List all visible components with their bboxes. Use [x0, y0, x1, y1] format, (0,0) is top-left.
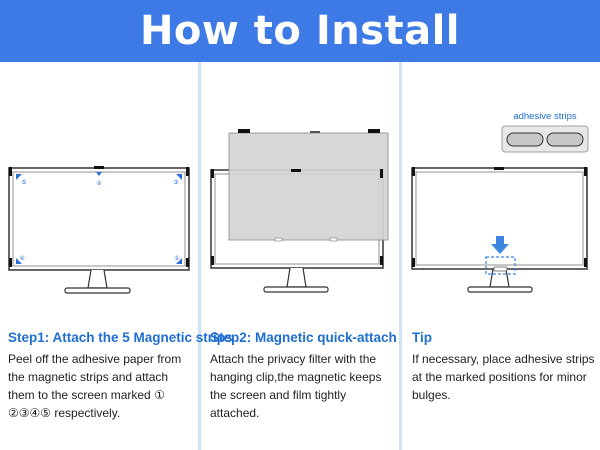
marker-arrows: [16, 172, 182, 264]
step1-line: Peel off the adhesive paper from: [8, 352, 182, 366]
tip-description: If necessary, place adhesive strips at t…: [412, 350, 598, 404]
marker-2: ②: [96, 180, 102, 187]
step2-description: Attach the privacy filter with the hangi…: [210, 350, 398, 422]
tip-line: If necessary, place adhesive strips: [412, 352, 595, 366]
marker-1: ①: [174, 255, 179, 262]
step2-line: hanging clip,the magnetic keeps: [210, 370, 382, 384]
marker-4: ④: [19, 255, 24, 262]
tip-line: bulges.: [412, 388, 451, 402]
step1-description: Peel off the adhesive paper from the mag…: [8, 350, 198, 422]
step2-line: the screen and film tightly: [210, 388, 347, 402]
header-banner: How to Install: [0, 0, 600, 62]
page-title: How to Install: [139, 8, 461, 54]
column-divider-left: [198, 62, 201, 450]
adhesive-position-mark: [493, 266, 508, 272]
step1-line: ②③④⑤ respectively.: [8, 406, 121, 420]
column-divider-right: [399, 62, 402, 450]
marker-5: ⑤: [21, 179, 26, 186]
step1-line: them to the screen marked ①: [8, 388, 165, 402]
adhesive-target-box: [485, 256, 516, 275]
adhesive-strips-label: adhesive strips: [513, 111, 577, 122]
magnetic-strip-icon: [9, 166, 189, 267]
step1-line: the magnetic strips and attach: [8, 370, 169, 384]
magnetic-strip-icon: [412, 167, 587, 267]
monitor-icon: [8, 167, 190, 294]
adhesive-strip-icon: [501, 125, 589, 153]
step2-line: Attach the privacy filter with the: [210, 352, 377, 366]
step2-title: Step2: Magnetic quick-attach: [210, 330, 397, 345]
step1-title: Step1: Attach the 5 Magnetic strips: [8, 330, 233, 345]
monitor-icon: [411, 167, 588, 293]
step2-line: attached.: [210, 406, 260, 420]
monitor-icon: [210, 169, 384, 293]
tip-title: Tip: [412, 330, 432, 345]
tip-line: at the marked positions for minor: [412, 370, 587, 384]
down-arrow-icon: [491, 236, 509, 254]
marker-3: ③: [173, 179, 178, 186]
privacy-filter-icon: [228, 129, 389, 242]
magnetic-strip-icon: [211, 169, 383, 265]
